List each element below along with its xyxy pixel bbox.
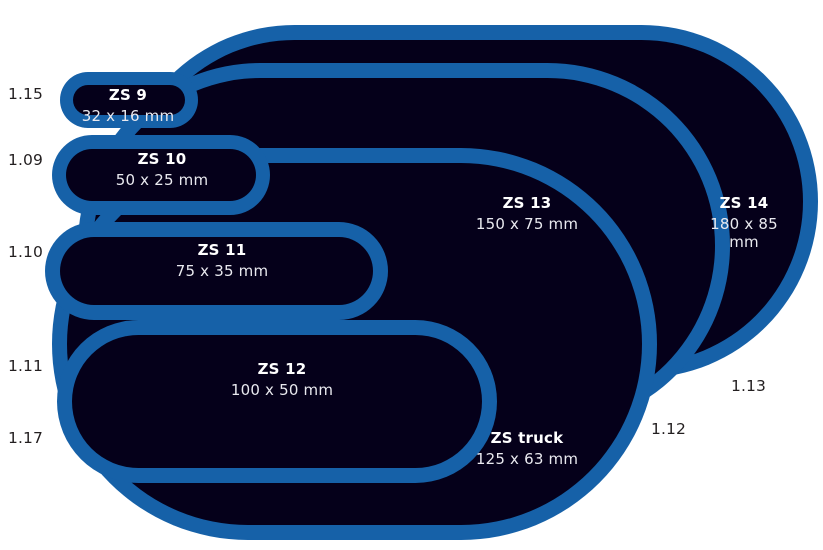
pad-shape-zs10[interactable]	[52, 135, 270, 215]
pad-shape-zs12[interactable]	[57, 320, 497, 483]
pad-fill-zs12	[72, 335, 482, 468]
pad-shape-zs11[interactable]	[45, 222, 388, 320]
pad-fill-zs10	[66, 149, 256, 201]
pad-fill-zs9	[73, 85, 185, 115]
pad-fill-zs11	[60, 237, 373, 305]
pad-shape-zs9[interactable]	[60, 72, 198, 128]
